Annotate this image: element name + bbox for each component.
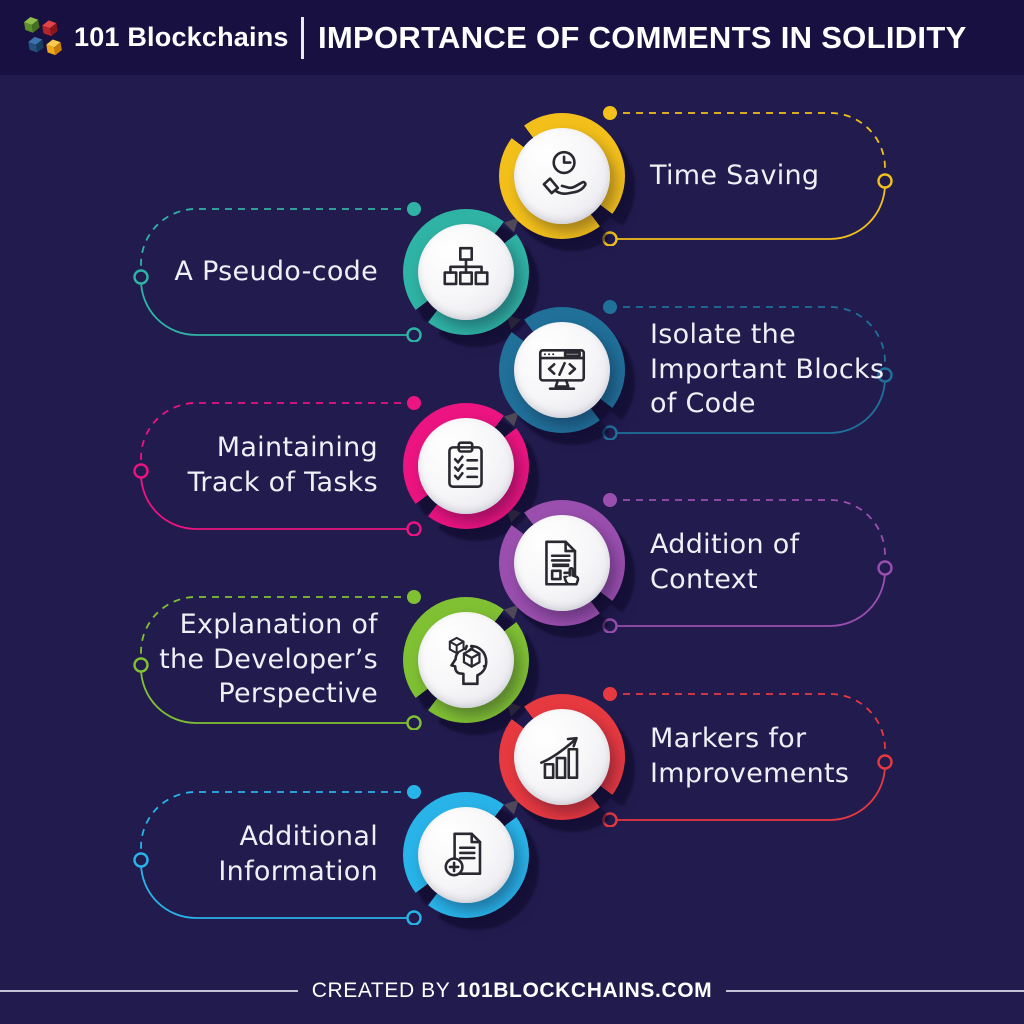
node-developer-perspective: Explanation of the Developer’s Perspecti… (0, 585, 1024, 735)
node-isolate-code: Isolate the Important Blocks of Code (0, 295, 1024, 445)
node-addition-context: Addition of Context (0, 488, 1024, 638)
node-label: Maintaining Track of Tasks (187, 432, 378, 498)
brand-name: 101 Blockchains (74, 22, 289, 52)
task-checklist-icon (448, 441, 483, 489)
node-disc (418, 807, 514, 903)
connector-loop (133, 785, 422, 925)
page-title: IMPORTANCE OF COMMENTS IN SOLIDITY (318, 19, 967, 55)
node-disc (418, 418, 514, 514)
footer-text: CREATED BY 101BLOCKCHAINS.COM (312, 979, 713, 1003)
connector-loop (133, 202, 422, 342)
node-disc (514, 709, 610, 805)
node-label: Additional Information (218, 821, 378, 887)
growth-chart-icon (539, 736, 579, 780)
header-bar: 101 Blockchains IMPORTANCE OF COMMENTS I… (0, 0, 1024, 75)
logo-cube-red (42, 20, 58, 37)
node-disc (514, 128, 610, 224)
connector-loop (602, 687, 893, 827)
clock-in-hand-icon (542, 150, 587, 195)
code-monitor-icon (538, 349, 586, 390)
node-label: A Pseudo-code (174, 255, 378, 287)
node-track-tasks: Maintaining Track of Tasks (0, 391, 1024, 541)
node-disc (514, 515, 610, 611)
logo-cube-yellow (46, 39, 62, 56)
connector-loop (133, 590, 422, 730)
hierarchy-icon (443, 246, 489, 286)
node-markers-improvements: Markers for Improvements (0, 682, 1024, 832)
node-pseudo-code: A Pseudo-code (0, 197, 1024, 347)
connector-loop (602, 300, 893, 440)
node-label: Markers for Improvements (650, 723, 850, 789)
header-divider (301, 17, 304, 59)
node-disc (514, 322, 610, 418)
node-disc (418, 224, 514, 320)
node-ring (403, 597, 529, 723)
node-additional-information: Additional Information (0, 780, 1024, 930)
node-label: Time Saving (650, 159, 820, 191)
logo-cube-blue (28, 36, 44, 53)
node-disc (418, 612, 514, 708)
footer: CREATED BY 101BLOCKCHAINS.COM (0, 978, 1024, 1004)
footer-right-line (726, 990, 1024, 992)
logo-cube-green (23, 17, 40, 33)
connector-loop (602, 106, 893, 246)
node-label: Explanation of the Developer’s Perspecti… (159, 609, 378, 710)
node-label: Addition of Context (650, 529, 800, 595)
node-label: Isolate the Important Blocks of Code (650, 319, 885, 420)
node-ring (403, 792, 529, 918)
footer-site: 101BLOCKCHAINS.COM (456, 979, 713, 1002)
connector-loop (133, 396, 422, 536)
footer-prefix: CREATED BY (311, 979, 450, 1002)
node-ring (499, 694, 625, 820)
connector-loop (602, 493, 893, 633)
document-plus-icon (444, 832, 482, 877)
footer-left-line (0, 990, 298, 992)
document-pointer-icon (545, 540, 580, 586)
node-ring (403, 209, 529, 335)
node-ring (499, 307, 625, 433)
node-ring (499, 500, 625, 626)
node-time-saving: Time Saving (0, 101, 1024, 251)
node-ring (403, 403, 529, 529)
blockchain-cubes-logo (23, 17, 62, 56)
head-cubes-icon (448, 636, 488, 686)
node-ring (499, 113, 625, 239)
